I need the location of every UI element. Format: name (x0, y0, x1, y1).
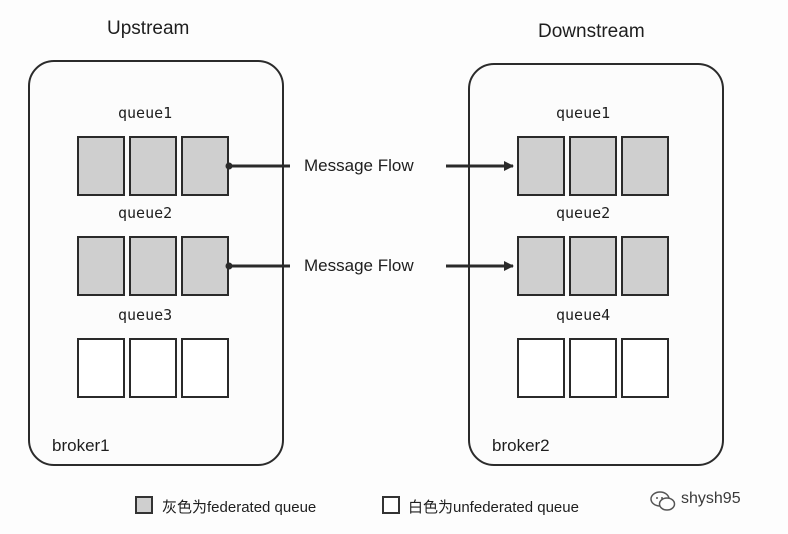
broker1-queue1-label: queue1 (118, 104, 173, 122)
flow-arrow-queue2 (225, 261, 514, 271)
broker1-queue1-cell (77, 136, 125, 196)
legend-unfederated-label: 白色为unfederated queue (408, 499, 579, 516)
broker2-queue2-label: queue2 (556, 204, 611, 222)
broker1-queue3-cell (181, 338, 229, 398)
broker2-queue1-cell (621, 136, 669, 196)
broker1-queue3-cell (77, 338, 125, 398)
broker2-queue1-cell (517, 136, 565, 196)
broker2-queue2-cell (517, 236, 565, 296)
downstream-heading: Downstream (538, 21, 645, 42)
broker2-queue4-label: queue4 (556, 306, 611, 324)
broker1-label: broker1 (52, 436, 110, 455)
broker2-queue1-label: queue1 (556, 104, 611, 122)
broker1-queue3-label: queue3 (118, 306, 173, 324)
message-flow-label: Message Flow (304, 156, 414, 175)
legend-federated-swatch (135, 496, 153, 514)
upstream-heading: Upstream (107, 18, 190, 39)
broker2-queue2-cell (621, 236, 669, 296)
message-flow-label: Message Flow (304, 256, 414, 275)
broker2-queue4-cell (569, 338, 617, 398)
legend-unfederated-swatch (382, 496, 400, 514)
broker2-label: broker2 (492, 436, 550, 455)
broker1-queue3-cell (129, 338, 177, 398)
broker1-queue2-cell (77, 236, 125, 296)
broker1-queue1-cell (129, 136, 177, 196)
broker1-queue2-cell (181, 236, 229, 296)
broker2-queue4-cell (517, 338, 565, 398)
legend-federated-label: 灰色为federated queue (162, 499, 317, 516)
flow-arrow-queue1 (225, 161, 514, 171)
broker2-queue4-cell (621, 338, 669, 398)
broker1-queue2-cell (129, 236, 177, 296)
wechat-icon (650, 491, 676, 511)
broker1-queue2-label: queue2 (118, 204, 173, 222)
watermark-text: shysh95 (681, 490, 741, 507)
broker2-queue2-cell (569, 236, 617, 296)
broker2-queue1-cell (569, 136, 617, 196)
